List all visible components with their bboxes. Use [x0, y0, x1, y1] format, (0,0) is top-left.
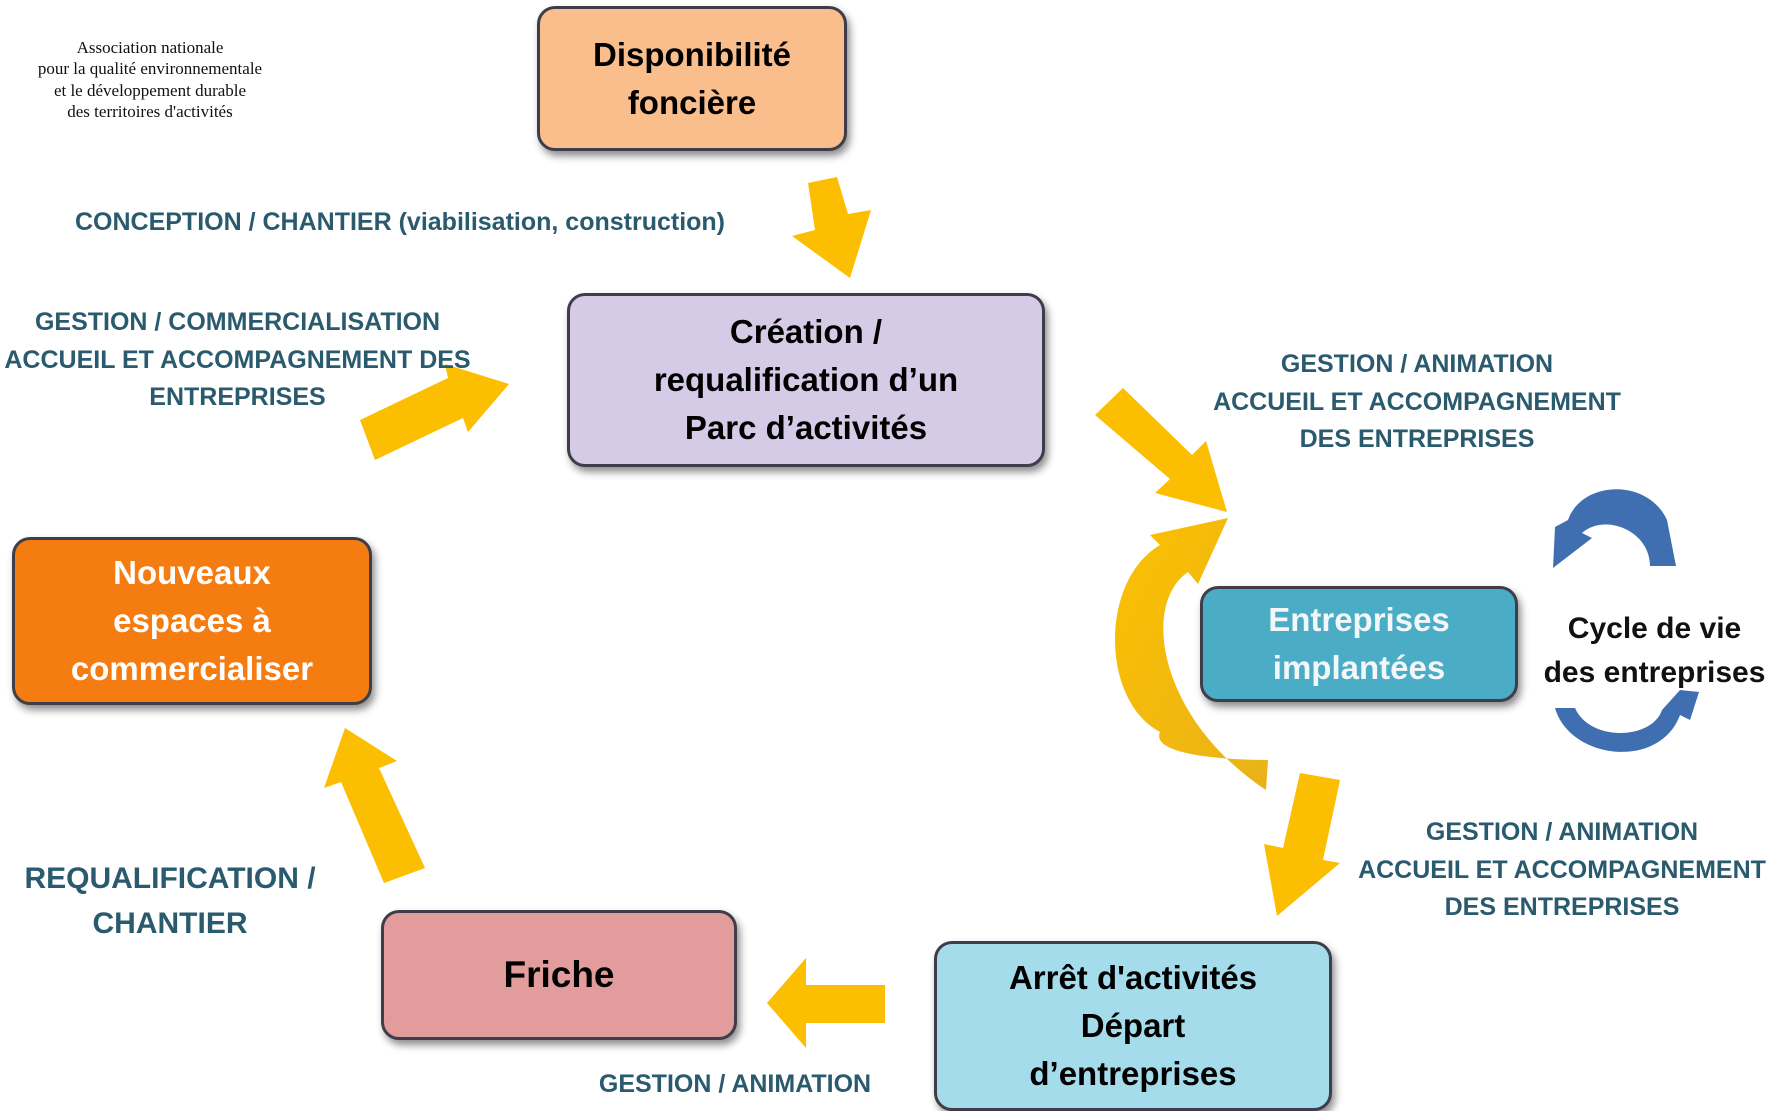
node-disponibilite-fonciere: Disponibilité foncière	[537, 6, 847, 151]
node-friche: Friche	[381, 910, 737, 1040]
label-gestion-animation-right-top: GESTION / ANIMATION ACCUEIL ET ACCOMPAGN…	[1213, 350, 1621, 453]
cycle-arrow-bottom-icon	[1555, 690, 1699, 752]
node-arret-label: Arrêt d'activités Départ d’entreprises	[1008, 959, 1258, 1092]
node-nouveaux-label: Nouveaux espaces à commercialiser	[70, 554, 314, 687]
arrow-curved-return	[1115, 518, 1268, 790]
label-gestion-animation-bottom: GESTION / ANIMATION	[598, 1070, 872, 1098]
arrow-commercialisation	[360, 364, 509, 460]
arrow-to-entreprises	[1095, 388, 1227, 512]
node-nouveaux-espaces: Nouveaux espaces à commercialiser	[12, 537, 372, 705]
palme-logo: Association nationale pour la qualité en…	[0, 0, 340, 125]
cycle-de-vie-label: Cycle de vie des entreprises	[1543, 612, 1766, 689]
node-entreprises-implantees: Entreprises implantées	[1200, 586, 1518, 702]
label-gestion-commercialisation: GESTION / COMMERCIALISATION ACCUEIL ET A…	[4, 308, 471, 411]
node-friche-label: Friche	[503, 954, 615, 996]
node-disponibilite-label: Disponibilité foncière	[593, 35, 791, 121]
label-conception-chantier: CONCEPTION / CHANTIER (viabilisation, co…	[74, 208, 726, 236]
label-gestion-animation-right-bottom: GESTION / ANIMATION ACCUEIL ET ACCOMPAGN…	[1358, 818, 1766, 921]
node-creation-label: Création / requalification d’un Parc d’a…	[653, 313, 959, 446]
arrow-to-friche	[767, 958, 885, 1048]
arrow-to-nouveaux	[324, 728, 425, 883]
logo-text: Association nationale pour la qualité en…	[37, 38, 263, 121]
node-creation-parc: Création / requalification d’un Parc d’a…	[567, 293, 1045, 467]
node-arret-activites: Arrêt d'activités Départ d’entreprises	[934, 941, 1332, 1111]
node-entreprises-label: Entreprises implantées	[1268, 601, 1450, 686]
label-requalification-chantier: REQUALIFICATION / CHANTIER	[24, 862, 316, 940]
arrow-conception	[792, 177, 871, 278]
arrow-to-arret	[1264, 773, 1340, 916]
cycle-arrow-top-icon	[1553, 489, 1676, 568]
